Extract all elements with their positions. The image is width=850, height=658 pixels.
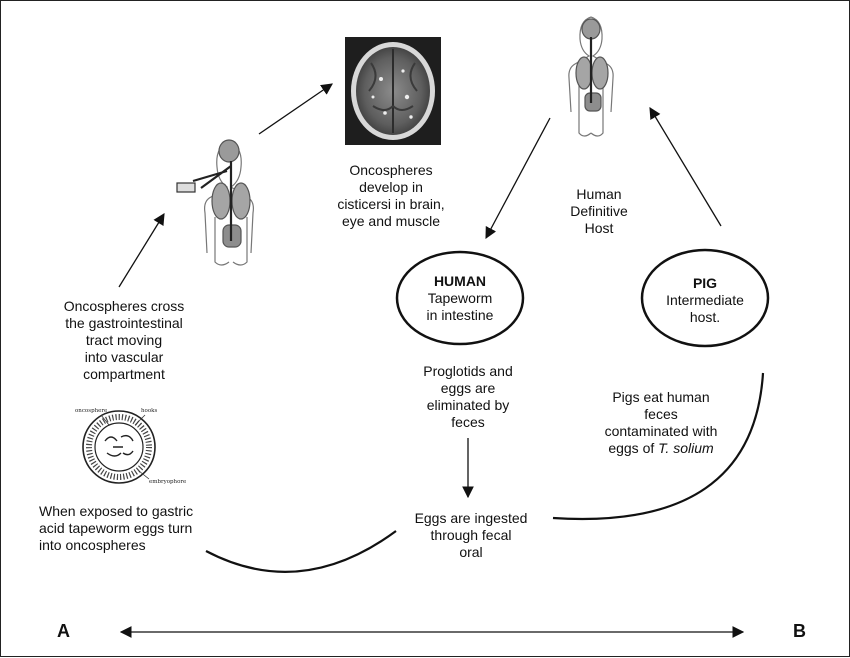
curve-right [552, 372, 765, 520]
label-definitive-host: Human Definitive Host [570, 186, 628, 236]
arrow-pig-to-human [649, 106, 722, 227]
human-host-ellipse [395, 250, 525, 346]
label-gastric-acid: When exposed to gastric acid tapeworm eg… [39, 503, 194, 553]
label-pigs-eat: Pigs eat human feces contaminated with e… [604, 389, 718, 456]
curve-left [205, 530, 397, 573]
egg-label-oncosphere: oncosphere [75, 408, 107, 414]
tapeworm-egg-figure [82, 410, 156, 484]
arrow-to-human-host [485, 117, 551, 240]
label-pig-host: PIG Intermediate host. [666, 275, 744, 325]
ct-brain-scan-image [345, 37, 441, 145]
label-oncospheres-cross: Oncospheres cross the gastrointestinal t… [63, 298, 185, 382]
label-oncospheres-develop: Oncospheres develop in cisticersi in bra… [337, 162, 445, 229]
egg-label-hooks: hooks [141, 408, 157, 414]
label-eggs-ingested: Eggs are ingested through fecal oral [414, 510, 528, 560]
human-figure-right [568, 16, 614, 137]
human-figure-left [176, 139, 254, 266]
label-human-host: HUMAN Tapeworm in intestine [426, 273, 494, 323]
pig-host-ellipse [640, 248, 770, 348]
arrow-to-brain [258, 83, 333, 135]
arrow-up-left [118, 213, 165, 288]
egg-label-embryophore: embryophore [149, 479, 186, 485]
corner-label-a: A [57, 621, 70, 641]
corner-label-b: B [793, 621, 806, 641]
label-proglotids: Proglotids and eggs are eliminated by fe… [423, 363, 513, 430]
